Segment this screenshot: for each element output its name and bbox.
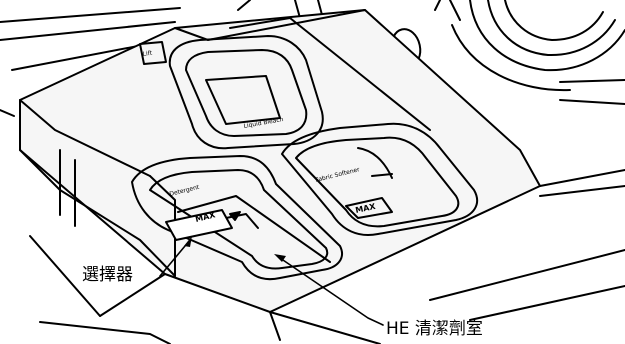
drum-opening bbox=[451, 0, 625, 92]
selector-tab bbox=[165, 209, 241, 241]
max-marker-right: MAX bbox=[355, 202, 378, 215]
front-edge-lines bbox=[29, 169, 625, 344]
lid-latch bbox=[139, 41, 167, 65]
callout-selector-label: 選擇器 bbox=[82, 265, 133, 285]
callout-he-compartment-label: HE 清潔劑室 bbox=[386, 319, 483, 339]
detergent-compartment bbox=[131, 155, 343, 281]
leader-arrowhead bbox=[184, 236, 192, 247]
washer-top-lines bbox=[0, 0, 625, 117]
softener-compartment bbox=[281, 122, 479, 236]
panel-label-lift: Lift bbox=[142, 50, 153, 58]
bleach-compartment bbox=[168, 35, 324, 150]
leader-arrowhead-he bbox=[274, 254, 286, 262]
